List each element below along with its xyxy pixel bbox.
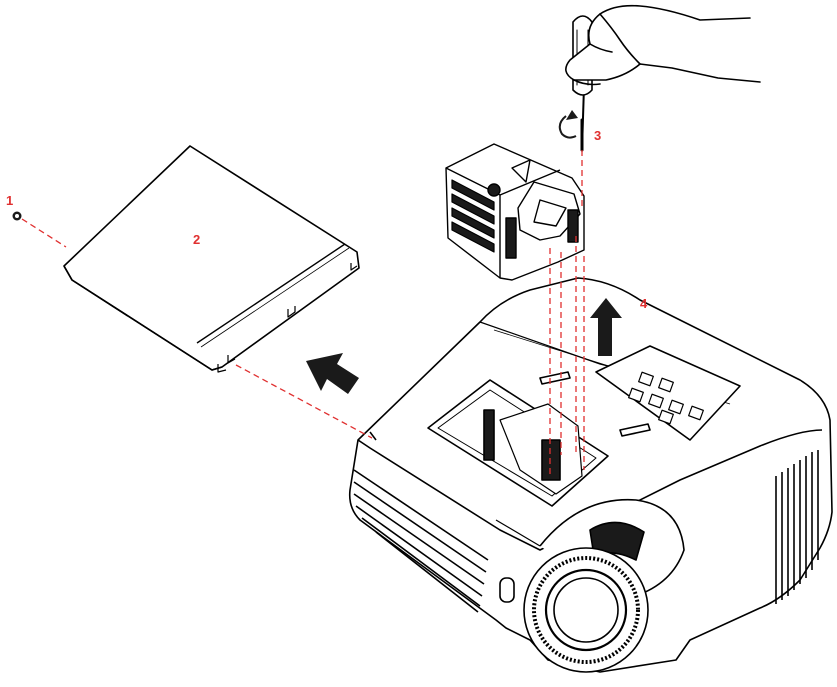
hand-with-screwdriver [565,4,761,152]
step-label-2: 2 [193,232,200,247]
lift-arrow-icon [590,298,622,356]
lamp-module [445,143,585,281]
lamp-cover [63,145,360,373]
projector [348,277,833,673]
step-label-4: 4 [640,296,648,311]
rotate-arrow-icon [558,110,578,139]
step-label-1: 1 [6,193,13,208]
cover-screw [12,211,22,221]
guide-lines [21,150,585,475]
slide-arrow-icon [306,353,359,394]
step-label-3: 3 [594,128,601,143]
